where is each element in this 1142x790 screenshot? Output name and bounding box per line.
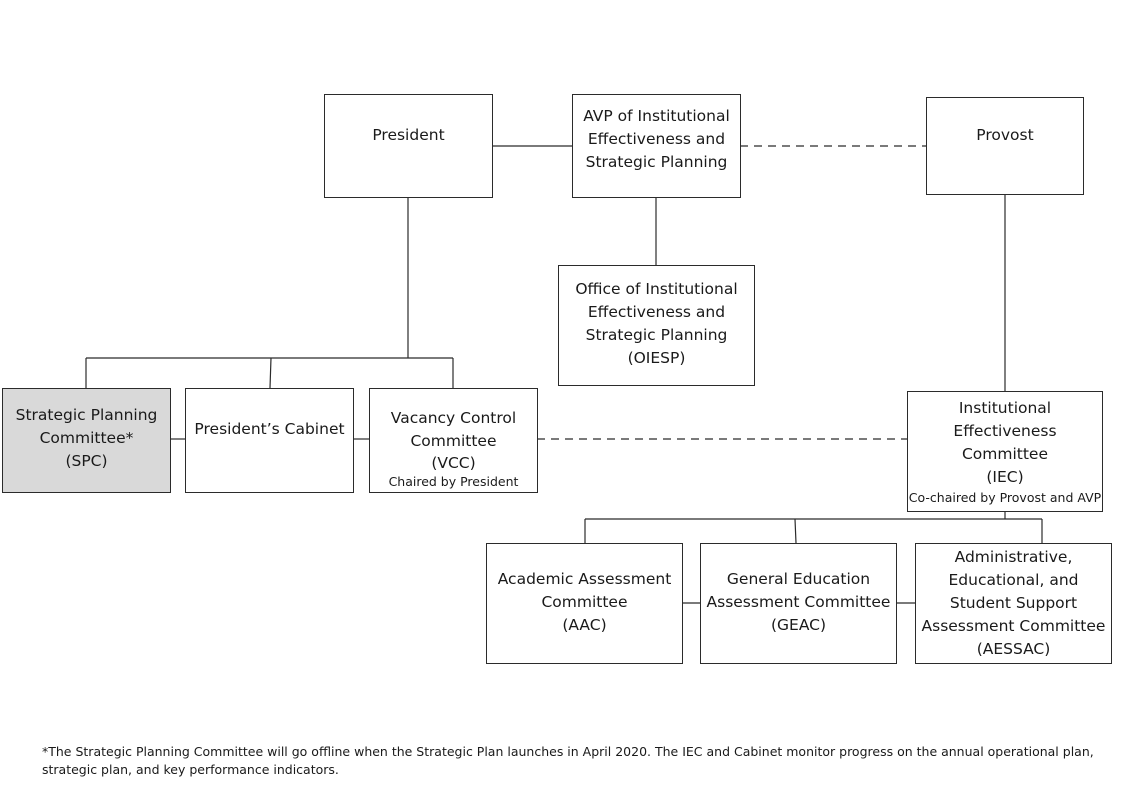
spc-box: Strategic Planning Committee* (SPC) bbox=[2, 388, 171, 493]
connector-bus-cabinet bbox=[269, 357, 272, 389]
aac-box: Academic Assessment Committee (AAC) bbox=[486, 543, 683, 664]
provost-box: Provost bbox=[926, 97, 1084, 195]
aessac-label-line-5: (AESSAC) bbox=[976, 640, 1051, 658]
aessac-label-line-2: Educational, and bbox=[948, 571, 1079, 589]
geac-box: General Education Assessment Committee (… bbox=[700, 543, 897, 664]
cabinet-box: President’s Cabinet bbox=[185, 388, 354, 493]
oiesp-label-line-3: Strategic Planning bbox=[585, 325, 728, 344]
iec-label-line-2: Effectiveness bbox=[953, 422, 1057, 440]
vcc-box: Vacancy Control Committee (VCC) Chaired … bbox=[369, 388, 538, 493]
vcc-chair-note: Chaired by President bbox=[388, 474, 519, 489]
aessac-label-line-1: Administrative, bbox=[954, 548, 1073, 566]
iec-chair-note: Co-chaired by Provost and AVP bbox=[908, 490, 1102, 505]
connector-bus-geac bbox=[794, 518, 797, 544]
spc-label-line-1: Strategic Planning bbox=[15, 406, 158, 424]
avp-label-line-3: Strategic Planning bbox=[585, 152, 728, 171]
aac-label-line-2: Committee bbox=[541, 593, 628, 611]
oiesp-label-line-1: Office of Institutional bbox=[575, 279, 738, 298]
footnote: *The Strategic Planning Committee will g… bbox=[42, 744, 1094, 777]
avp-label-line-2: Effectiveness and bbox=[587, 129, 726, 148]
spc-label-line-3: (SPC) bbox=[65, 452, 108, 470]
aac-label-line-3: (AAC) bbox=[562, 616, 607, 634]
aessac-box: Administrative, Educational, and Student… bbox=[915, 543, 1112, 664]
avp-box: AVP of Institutional Effectiveness and S… bbox=[572, 94, 741, 198]
aac-label-line-1: Academic Assessment bbox=[497, 570, 672, 588]
vcc-label-line-2: Committee bbox=[410, 432, 497, 450]
iec-label-line-1: Institutional bbox=[958, 399, 1052, 417]
oiesp-box: Office of Institutional Effectiveness an… bbox=[558, 265, 755, 386]
vcc-label-line-1: Vacancy Control bbox=[390, 409, 517, 427]
president-label: President bbox=[372, 126, 445, 144]
avp-label-line-1: AVP of Institutional bbox=[583, 106, 730, 125]
oiesp-label-line-2: Effectiveness and bbox=[587, 302, 726, 321]
iec-box: Institutional Effectiveness Committee (I… bbox=[907, 391, 1103, 512]
iec-label-line-4: (IEC) bbox=[986, 468, 1024, 486]
vcc-label-line-3: (VCC) bbox=[431, 454, 476, 472]
spc-label-line-2: Committee* bbox=[39, 429, 134, 447]
geac-label-line-3: (GEAC) bbox=[770, 616, 827, 634]
cabinet-label: President’s Cabinet bbox=[194, 420, 345, 438]
iec-label-line-3: Committee bbox=[961, 445, 1049, 463]
oiesp-label-line-4: (OIESP) bbox=[627, 348, 686, 367]
aessac-label-line-3: Student Support bbox=[949, 594, 1078, 612]
provost-label: Provost bbox=[976, 126, 1034, 144]
aessac-label-line-4: Assessment Committee bbox=[921, 617, 1106, 635]
geac-label-line-1: General Education bbox=[726, 570, 871, 588]
president-box: President bbox=[324, 94, 493, 198]
geac-label-line-2: Assessment Committee bbox=[706, 593, 891, 611]
